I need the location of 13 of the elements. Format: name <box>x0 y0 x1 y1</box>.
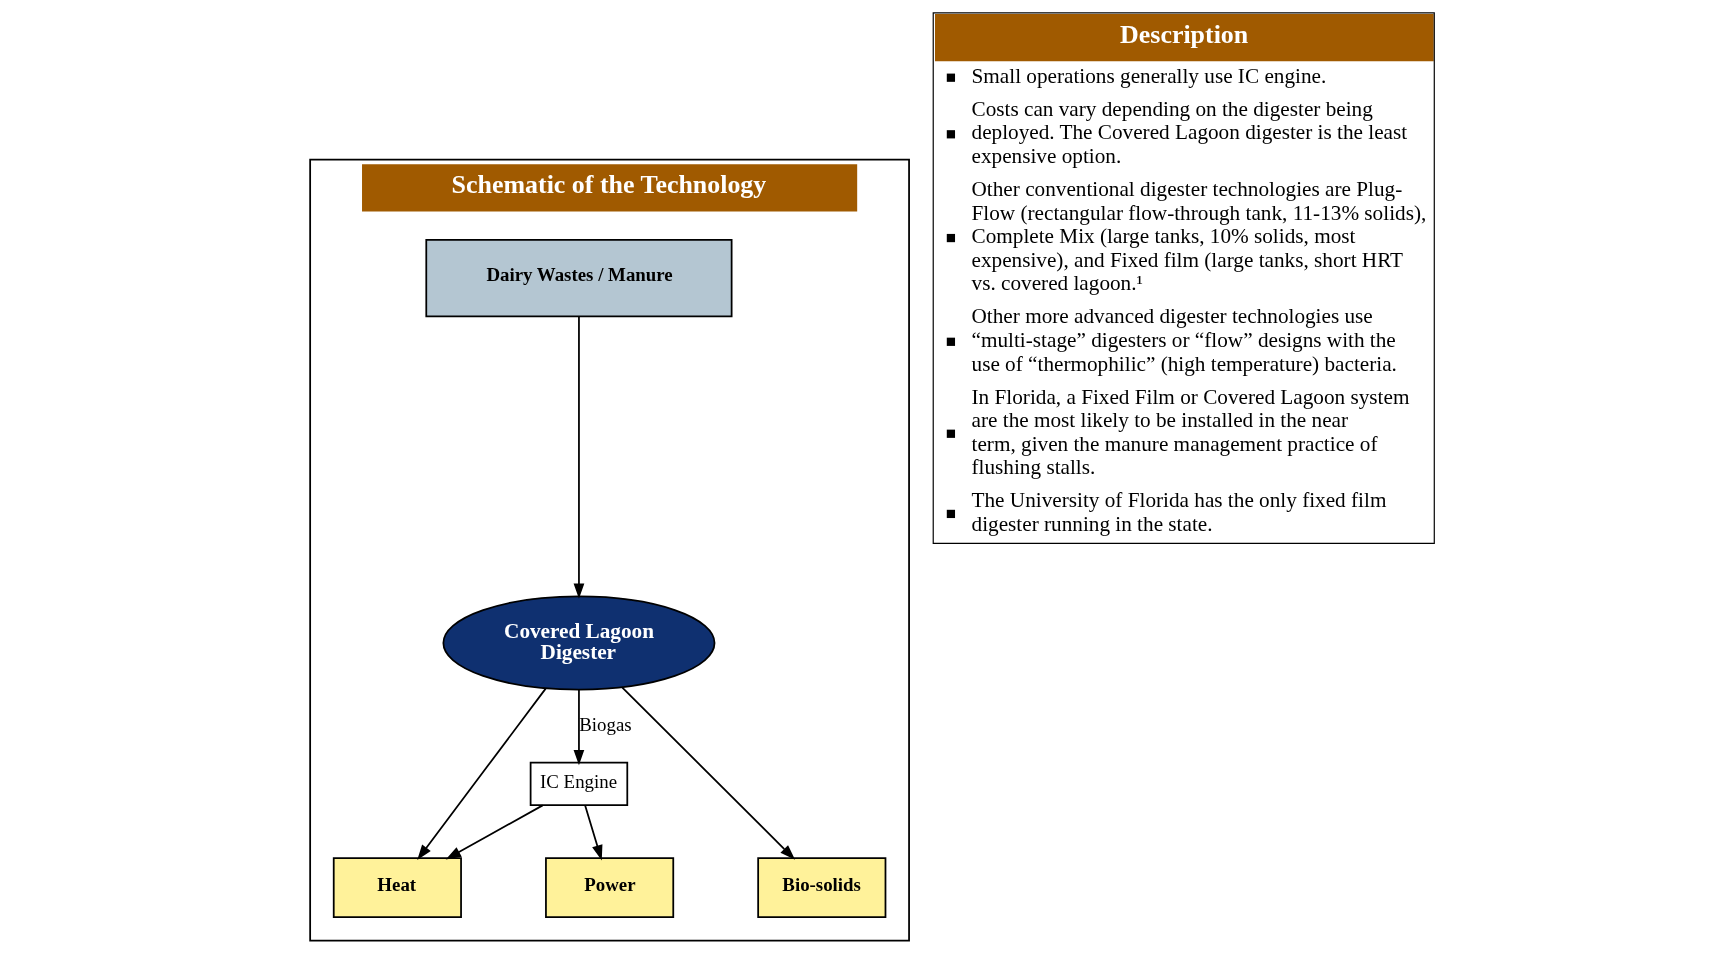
arrow <box>621 686 796 860</box>
arrow <box>584 804 603 861</box>
node-box: Power <box>545 857 675 918</box>
edge-label: Biogas <box>579 713 632 735</box>
node-box: Heat <box>332 857 462 918</box>
arrow <box>417 687 547 860</box>
node-box: Bio-solids <box>757 857 887 918</box>
node-box: Dairy Wastes / Manure <box>425 238 733 318</box>
node-ellipse: Covered Lagoon Digester <box>442 595 716 691</box>
node-box: IC Engine <box>529 761 629 806</box>
arrow <box>573 315 585 599</box>
arrow <box>573 689 585 766</box>
arrow <box>445 804 544 860</box>
